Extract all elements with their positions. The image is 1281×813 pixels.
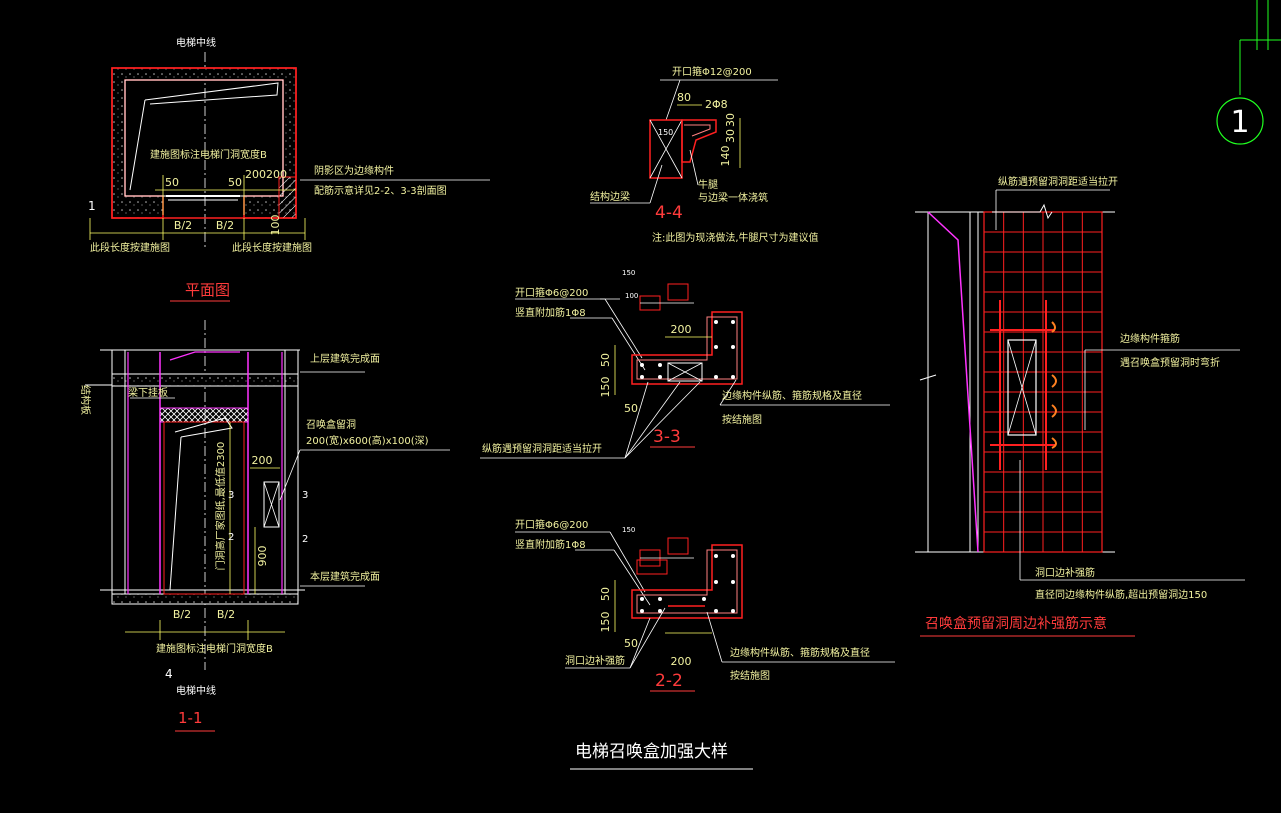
s44-label-right1: 牛腿 <box>698 178 718 191</box>
s11-floor-board: 结构板 <box>79 385 92 415</box>
plan-note-edge: 阴影区为边缘构件 <box>314 164 394 177</box>
plan-centerline-label: 电梯中线 <box>176 36 216 49</box>
plan-dim-4: 200 <box>266 168 287 181</box>
plan-note-detail: 配筋示意详见2-2、3-3剖面图 <box>314 184 447 197</box>
section-2-2: 150 开口箍Φ6@200 竖直附加筋1Φ8 50 150 50 200 边缘构… <box>515 518 895 692</box>
plan-note-len-left: 此段长度按建施图 <box>90 241 170 254</box>
s44-dim-30b: 30 <box>724 129 737 143</box>
s33-dim-200: 200 <box>671 323 692 336</box>
section-3-3: 150 100 开口箍Φ6@200 竖直附加筋1Φ8 200 50 150 50… <box>480 269 890 459</box>
s22-edge-note2: 按结施图 <box>730 669 770 682</box>
s11-dim-900: 900 <box>256 546 269 567</box>
s44-dim-140: 140 <box>719 146 732 167</box>
s44-top-bar: 开口箍Φ12@200 <box>672 65 752 78</box>
s11-cut-3b: 3 <box>302 490 308 501</box>
s22-bar1: 开口箍Φ6@200 <box>515 518 588 531</box>
s33-dim-150: 150 <box>599 377 612 398</box>
s11-cut-3a: 3 <box>228 490 234 501</box>
rebar-bottom-note1: 洞口边补强筋 <box>1035 566 1095 579</box>
rebar-elevation: 纵筋遇预留洞洞距适当拉开 边缘构件箍筋 遇召唤盒预留洞时弯折 洞口边补强筋 直径… <box>915 175 1245 637</box>
plan-dim-6: B/2 <box>216 219 234 232</box>
s33-bar1: 开口箍Φ6@200 <box>515 286 588 299</box>
s44-label-left: 结构边梁 <box>590 190 630 203</box>
s11-callbox: 召唤盒留洞 <box>306 418 356 431</box>
s11-cut-mark: 4 <box>165 667 173 681</box>
s11-beam: 梁下挂板 <box>128 386 168 399</box>
s33-edge-note2: 按结施图 <box>722 413 762 426</box>
s11-dim-b2-left: B/2 <box>173 608 191 621</box>
plan-dim-2: 50 <box>228 176 242 189</box>
s11-centerline: 电梯中线 <box>176 684 216 697</box>
plan-dim-1: 50 <box>165 176 179 189</box>
plan-dim-7: 100 <box>269 215 282 236</box>
s11-title: 1-1 <box>178 709 203 727</box>
s33-dim-50b: 50 <box>624 402 638 415</box>
plan-dim-5: B/2 <box>174 219 192 232</box>
plan-dim-3: 200 <box>245 168 266 181</box>
s22-dim-200: 200 <box>671 655 692 668</box>
rebar-title: 召唤盒预留洞周边补强筋示意 <box>925 615 1107 632</box>
main-title: 电梯召唤盒加强大样 <box>575 742 728 762</box>
s11-cut-2a: 2 <box>228 532 234 543</box>
s11-upper-floor: 上层建筑完成面 <box>310 352 380 365</box>
s22-dim-50a: 50 <box>599 587 612 601</box>
s11-callbox-size: 200(宽)x600(高)x100(深) <box>306 434 429 447</box>
s22-bottom-note: 洞口边补强筋 <box>565 654 625 667</box>
s44-note: 注:此图为现浇做法,牛腿尺寸为建议值 <box>652 231 819 244</box>
plan-title: 平面图 <box>185 281 230 299</box>
s44-title: 4-4 <box>655 203 683 223</box>
s22-bar2: 竖直附加筋1Φ8 <box>515 538 586 551</box>
s22-small-dim-150: 150 <box>622 526 635 534</box>
rebar-top-note: 纵筋遇预留洞洞距适当拉开 <box>998 175 1118 188</box>
section-4-4: 开口箍Φ12@200 80 2Φ8 30 30 150 140 结构边梁 牛腿 … <box>590 65 819 244</box>
s33-title: 3-3 <box>653 427 681 447</box>
rebar-bottom-note2: 直径同边缘构件纵筋,超出预留洞边150 <box>1035 588 1207 601</box>
s44-dim-30a: 30 <box>724 113 737 127</box>
plan-cut-mark: 1 <box>88 199 96 213</box>
s22-dim-50b: 50 <box>624 637 638 650</box>
s22-title: 2-2 <box>655 671 683 691</box>
s11-lower-floor: 本层建筑完成面 <box>310 570 380 583</box>
plan-view: 电梯中线 建施图标注电梯门洞宽度B 50 50 200 200 B/2 B/2 … <box>88 36 490 302</box>
s11-dim-b2-right: B/2 <box>217 608 235 621</box>
s11-door-width-note: 建施图标注电梯门洞宽度B <box>156 642 273 655</box>
plan-note-len-right: 此段长度按建施图 <box>232 241 312 254</box>
s44-dim-2phi8: 2Φ8 <box>705 98 728 111</box>
s44-label-right2: 与边梁一体浇筑 <box>698 191 768 204</box>
section-1-1: 200 900 门洞高厂家图纸,最低值2300 3 3 2 2 上层建筑完成面 … <box>79 320 450 732</box>
s22-edge-note: 边缘构件纵筋、箍筋规格及直径 <box>730 646 870 659</box>
rebar-right-note2: 遇召唤盒预留洞时弯折 <box>1120 356 1220 369</box>
s33-bottom-note: 纵筋遇预留洞洞距适当拉开 <box>482 442 602 455</box>
s44-dim-80: 80 <box>677 91 691 104</box>
drawing-title: 电梯召唤盒加强大样 <box>570 742 753 770</box>
axis-bubble-label: 1 <box>1230 105 1249 140</box>
axis-bubble: 1 <box>1216 0 1281 145</box>
s33-dim-50a: 50 <box>599 353 612 367</box>
s33-small-dim-100: 100 <box>625 292 638 300</box>
rebar-right-note1: 边缘构件箍筋 <box>1120 332 1180 345</box>
s11-dim-200: 200 <box>252 454 273 467</box>
s11-cut-2b: 2 <box>302 534 308 545</box>
plan-door-width-note: 建施图标注电梯门洞宽度B <box>150 148 267 161</box>
s33-edge-note: 边缘构件纵筋、箍筋规格及直径 <box>722 389 862 402</box>
s22-dim-150: 150 <box>599 612 612 633</box>
s11-door-note: 门洞高厂家图纸,最低值2300 <box>214 442 227 571</box>
s44-dim-150: 150 <box>658 128 673 137</box>
s33-bar2: 竖直附加筋1Φ8 <box>515 306 586 319</box>
s33-small-dim-150: 150 <box>622 269 635 277</box>
